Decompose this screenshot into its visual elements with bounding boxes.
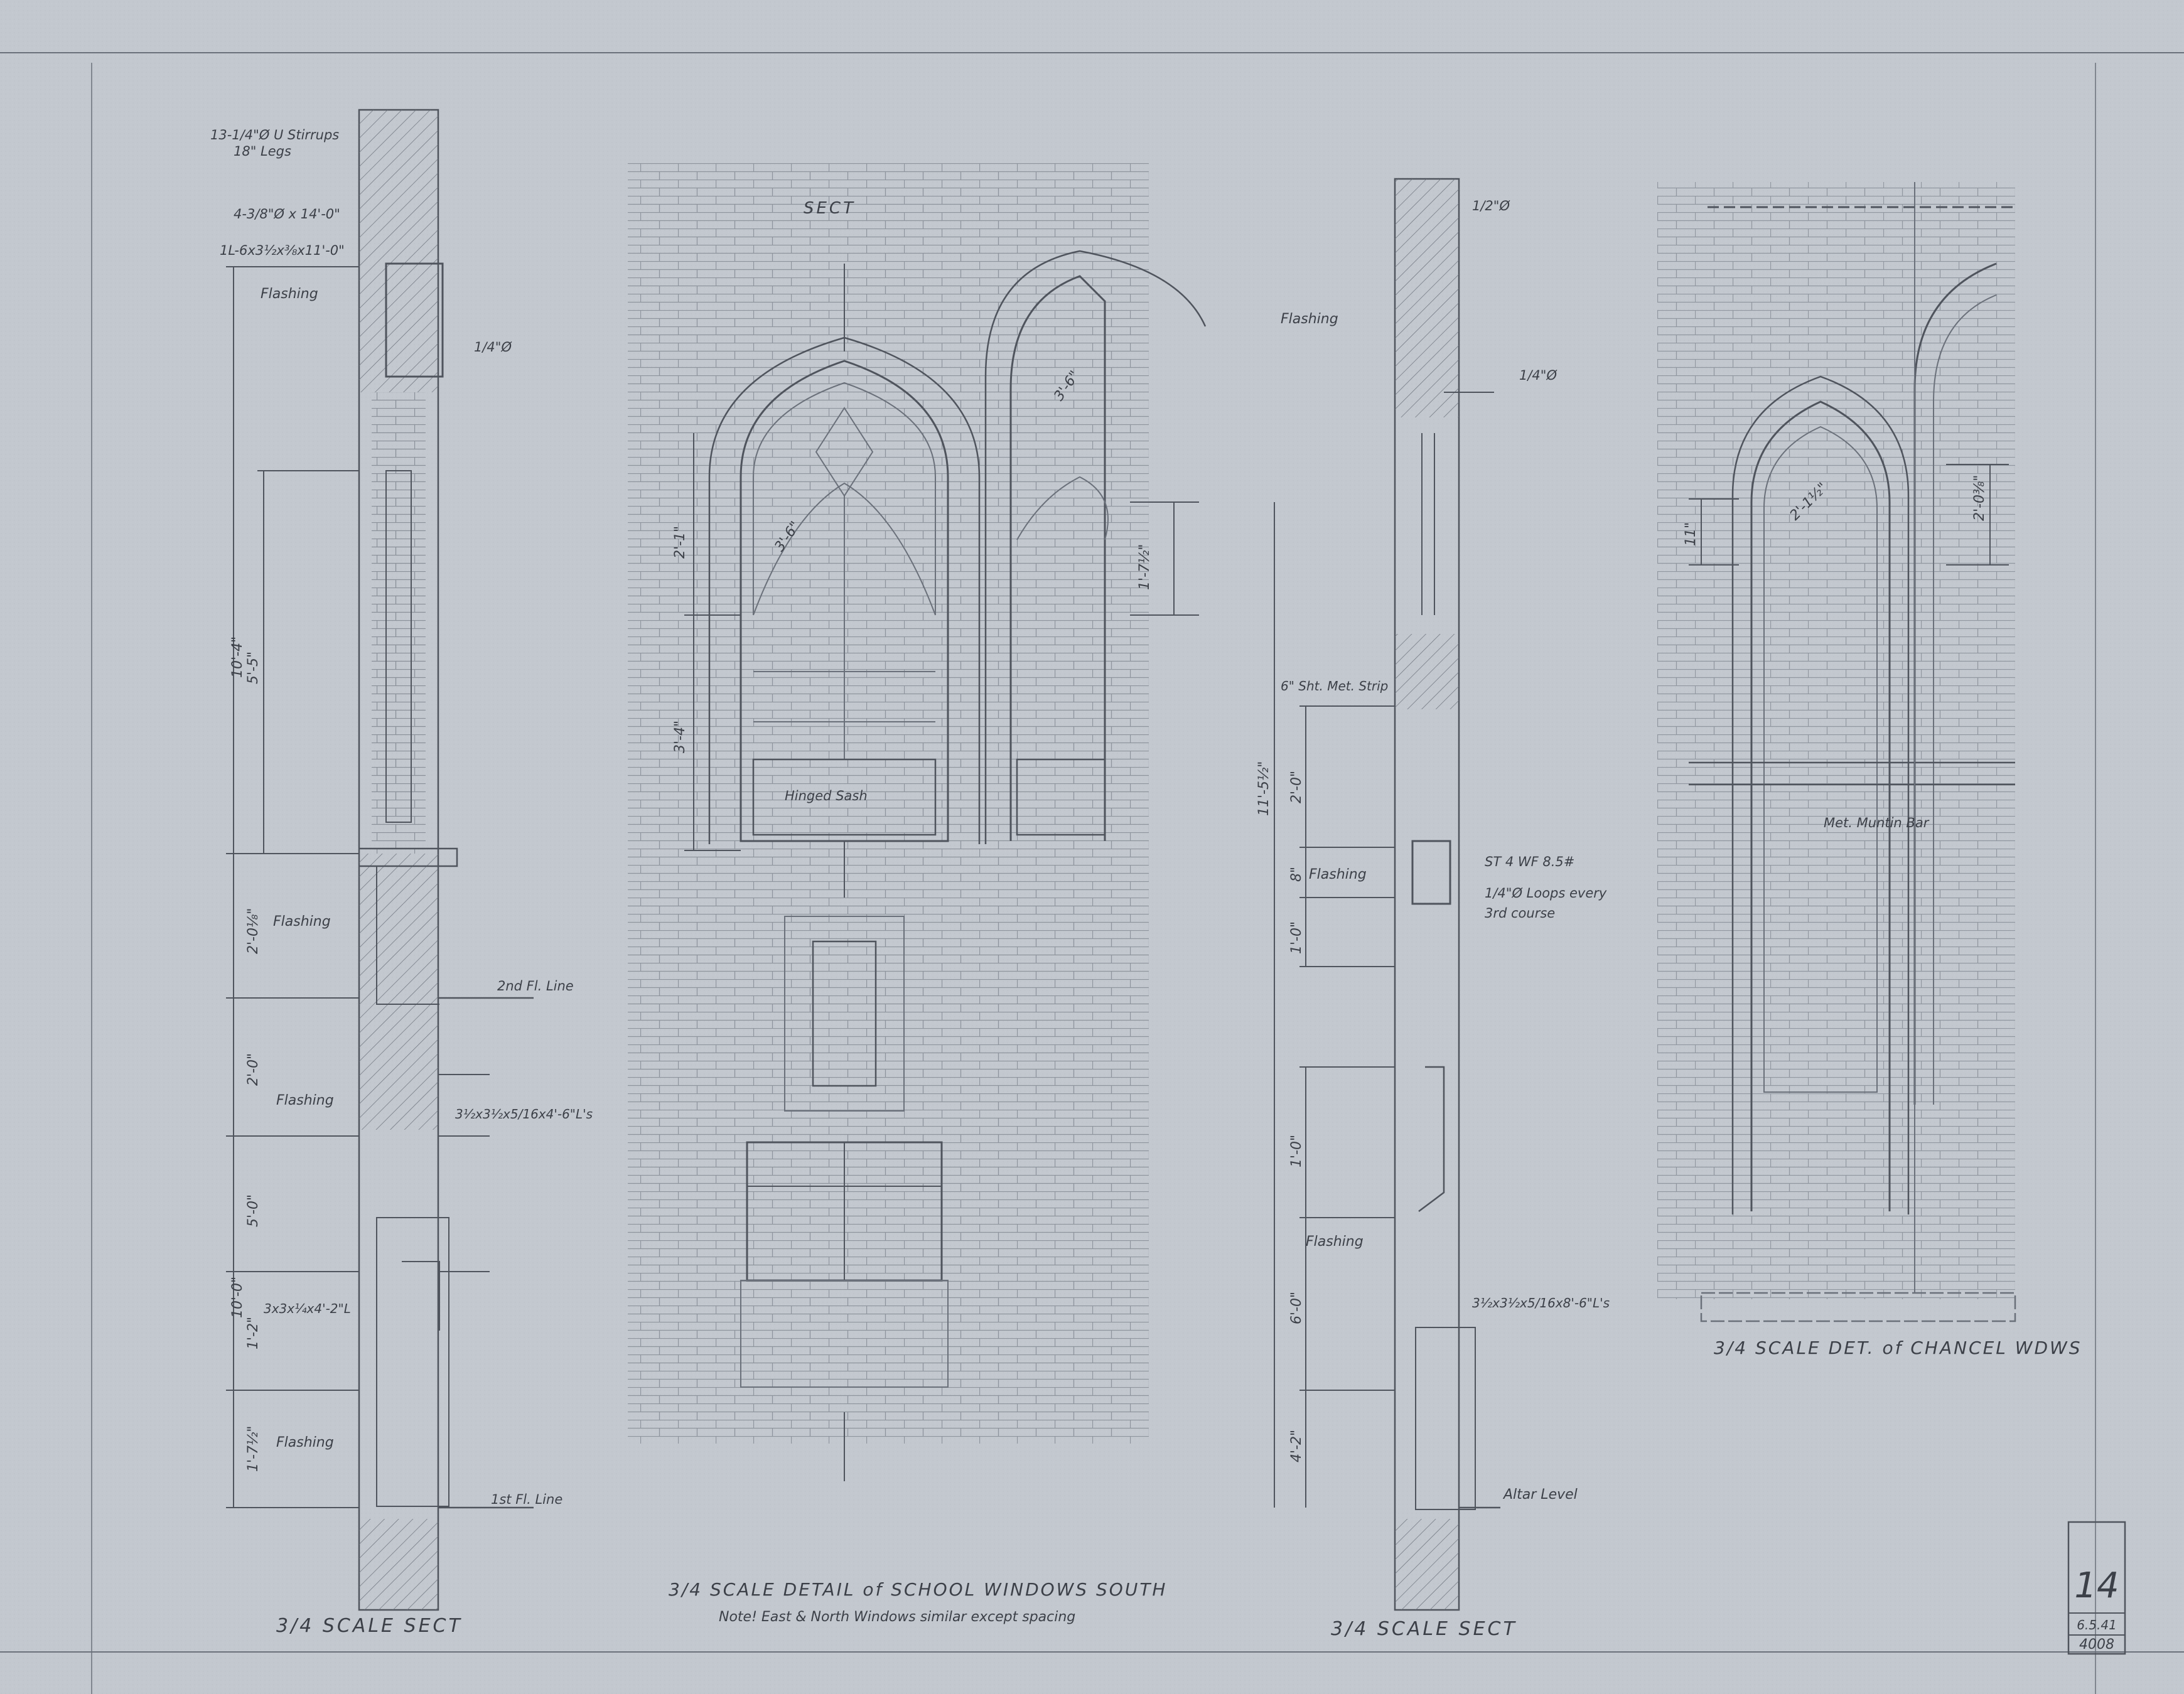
flashing-note-1: Flashing bbox=[261, 286, 318, 302]
lintel-angle-note: 3½x3½x5/16x4'-6"L's bbox=[455, 1107, 593, 1122]
school-windows-note: Note! East & North Windows similar excep… bbox=[719, 1609, 1075, 1625]
right-dim-2: 2'-0" bbox=[1289, 771, 1304, 803]
school-dim-2: 2'-1" bbox=[672, 526, 688, 559]
right-dim-7: 4'-2" bbox=[1289, 1430, 1304, 1462]
flashing-note-3: Flashing bbox=[276, 1093, 334, 1108]
legs-note: 18" Legs bbox=[234, 144, 291, 159]
muntin-note: Met. Muntin Bar bbox=[1824, 815, 1930, 830]
right-dim-5: 1'-0" bbox=[1289, 1135, 1304, 1167]
chancel-dim-3: 2'-0⅜" bbox=[1972, 475, 1988, 521]
loops-note: 1/4"Ø Loops every bbox=[1485, 886, 1607, 901]
left-dim-1: 10'-4" bbox=[230, 636, 245, 678]
sheet-number: 14 bbox=[2074, 1565, 2119, 1606]
school-window-labels: SECT Hinged Sash 3'-6" 2'-1" 3'-4" 3'-6"… bbox=[669, 199, 1168, 1625]
angle-top-note: 1L-6x3½x⅜x11'-0" bbox=[220, 243, 345, 258]
right-section-labels: 1/2"Ø Flashing 1/4"Ø 6" Sht. Met. Strip … bbox=[1256, 198, 1610, 1640]
right-dimension-line bbox=[1274, 502, 1395, 1508]
chancel-windows-title: 3/4 SCALE DET. of CHANCEL WDWS bbox=[1714, 1338, 2082, 1358]
flashing-note-5: Flashing bbox=[1281, 311, 1338, 327]
job-number: 4008 bbox=[2079, 1637, 2114, 1653]
school-windows-title: 3/4 SCALE DETAIL of SCHOOL WINDOWS SOUTH bbox=[669, 1579, 1168, 1600]
school-dim-3: 3'-4" bbox=[672, 721, 688, 753]
left-dim-5: 10'-0" bbox=[230, 1277, 245, 1318]
flashing-note-7: Flashing bbox=[1306, 1234, 1364, 1250]
right-dim-6: 6'-0" bbox=[1289, 1292, 1304, 1324]
altar-level-note: Altar Level bbox=[1502, 1487, 1578, 1503]
left-dim-6: 5'-0" bbox=[245, 1194, 261, 1227]
chancel-dimension-lines bbox=[1689, 464, 2009, 566]
left-dim-7: 1'-2" bbox=[245, 1317, 261, 1349]
chancel-dim-1: 11" bbox=[1683, 522, 1699, 546]
right-section-title: 3/4 SCALE SECT bbox=[1331, 1618, 1517, 1640]
first-floor-line-note: 1st Fl. Line bbox=[491, 1492, 562, 1507]
stirrups-note: 13-1/4"Ø U Stirrups bbox=[210, 127, 339, 142]
right-dim-3: 8" bbox=[1289, 867, 1304, 882]
left-dim-2: 5'-5" bbox=[245, 651, 261, 684]
loops-note-2: 3rd course bbox=[1485, 906, 1555, 921]
tee-note: ST 4 WF 8.5# bbox=[1485, 854, 1574, 869]
left-dimension-line bbox=[226, 266, 359, 1508]
right-wall-section bbox=[1394, 178, 1500, 1611]
school-windows-elevation bbox=[628, 163, 1207, 1481]
school-dim-5: 1'-7½" bbox=[1137, 544, 1153, 590]
right-dim-4: 1'-0" bbox=[1289, 921, 1304, 954]
left-dim-8: 1'-7½" bbox=[245, 1426, 261, 1472]
lintel-angle-lower-note: 3x3x¼x4'-2"L bbox=[264, 1301, 351, 1316]
flashing-note-2: Flashing bbox=[273, 914, 331, 930]
chancel-window-elevation bbox=[1657, 182, 2016, 1322]
metal-strip-note: 6" Sht. Met. Strip bbox=[1281, 678, 1388, 694]
left-wall-section bbox=[358, 109, 534, 1611]
left-section-labels: 13-1/4"Ø U Stirrups 18" Legs 4-3/8"Ø x 1… bbox=[210, 127, 593, 1637]
left-dim-4: 2'-0" bbox=[245, 1053, 261, 1086]
left-section-title: 3/4 SCALE SECT bbox=[276, 1615, 463, 1637]
bars-note: 4-3/8"Ø x 14'-0" bbox=[234, 206, 340, 222]
title-block bbox=[2067, 1521, 2126, 1655]
right-lintel-angle-note: 3½x3½x5/16x8'-6"L's bbox=[1472, 1295, 1610, 1311]
flashing-note-6: Flashing bbox=[1309, 867, 1367, 882]
sheet-date: 6.5.41 bbox=[2077, 1617, 2117, 1632]
left-dim-3: 2'-0⅛" bbox=[245, 908, 261, 954]
title-block-text: 14 6.5.41 4008 bbox=[2074, 1565, 2119, 1653]
right-dim-1: 11'-5½" bbox=[1256, 761, 1272, 816]
flashing-note-4: Flashing bbox=[276, 1435, 334, 1450]
second-floor-line-note: 2nd Fl. Line bbox=[497, 978, 574, 994]
sect-label: SECT bbox=[804, 199, 856, 218]
hinged-sash-label: Hinged Sash bbox=[785, 788, 868, 803]
dowel-top-note: 1/2"Ø bbox=[1472, 198, 1510, 213]
dowel-note: 1/4"Ø bbox=[474, 340, 512, 355]
sheet-border bbox=[0, 52, 2184, 1694]
school-dimension-lines bbox=[684, 433, 1199, 851]
right-dowel-note: 1/4"Ø bbox=[1519, 368, 1557, 383]
